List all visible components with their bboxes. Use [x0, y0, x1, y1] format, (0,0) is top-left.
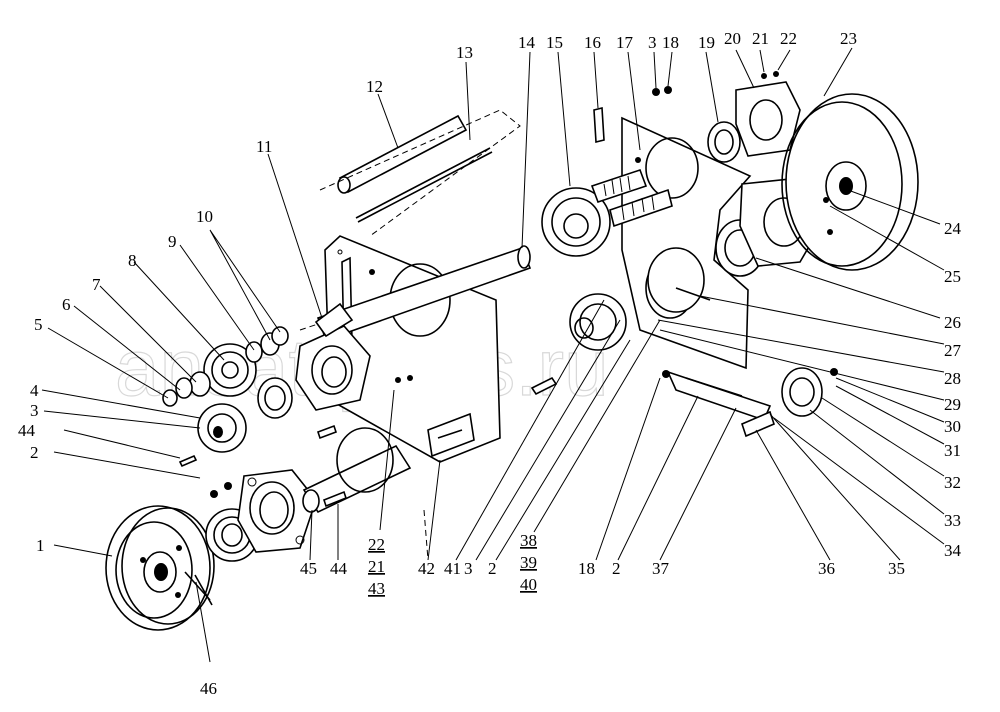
callout-24: 24	[944, 219, 962, 238]
callout-2-right: 2	[612, 559, 621, 578]
callout-6: 6	[62, 295, 71, 314]
bracket-37	[666, 370, 772, 421]
callout-43: 43	[368, 579, 385, 598]
callout-22: 22	[780, 29, 797, 48]
callout-labels: 1 2 3 44 4 5 6 7 8 9 10 11 12 13 14 15 1…	[18, 29, 962, 698]
shaft-12	[337, 114, 468, 194]
callout-2: 2	[30, 443, 39, 462]
callout-34: 34	[944, 541, 962, 560]
flange-20	[735, 81, 801, 157]
shaft-11	[314, 302, 354, 338]
callout-16: 16	[584, 33, 601, 52]
callout-42: 42	[418, 559, 435, 578]
callout-2-center: 2	[488, 559, 497, 578]
callout-18: 18	[662, 33, 679, 52]
callout-36: 36	[818, 559, 835, 578]
callout-1: 1	[36, 536, 45, 555]
callout-21: 21	[752, 29, 769, 48]
shaft-lower	[302, 444, 412, 514]
callout-30: 30	[944, 417, 961, 436]
bolt-16	[593, 106, 605, 144]
cover-disk	[647, 247, 711, 313]
flange-housing-lower	[237, 469, 317, 553]
callout-12: 12	[366, 77, 383, 96]
callout-39: 39	[520, 553, 537, 572]
flange-housing-upper	[295, 325, 371, 411]
callout-21-bottom: 21	[368, 557, 385, 576]
callout-13: 13	[456, 43, 473, 62]
callout-7: 7	[92, 275, 101, 294]
callout-20: 20	[724, 29, 741, 48]
washers-left	[162, 326, 289, 407]
callout-33: 33	[944, 511, 961, 530]
callout-28: 28	[944, 369, 961, 388]
callout-35: 35	[888, 559, 905, 578]
callout-23: 23	[840, 29, 857, 48]
callout-44-bottom: 44	[330, 559, 348, 578]
callout-3-top: 3	[648, 33, 657, 52]
rod-13	[319, 109, 521, 237]
bearing-19	[707, 121, 741, 163]
callout-45: 45	[300, 559, 317, 578]
callout-31: 31	[944, 441, 961, 460]
callout-46: 46	[200, 679, 217, 698]
callout-40: 40	[520, 575, 537, 594]
callout-9: 9	[168, 232, 177, 251]
sprocket-15	[541, 168, 673, 257]
callout-14: 14	[518, 33, 536, 52]
callout-10: 10	[196, 207, 213, 226]
callout-41: 41	[444, 559, 461, 578]
callout-8: 8	[128, 251, 137, 270]
small-fasteners	[178, 71, 838, 508]
sprocket-38	[569, 293, 627, 351]
callout-38: 38	[520, 531, 537, 550]
callout-5: 5	[34, 315, 43, 334]
callout-37: 37	[652, 559, 670, 578]
callout-3: 3	[30, 401, 39, 420]
callout-22-bottom: 22	[368, 535, 385, 554]
callout-26: 26	[944, 313, 961, 332]
callout-32: 32	[944, 473, 961, 492]
sprocket-left-upper	[203, 343, 257, 397]
sprocket-left-lower	[197, 403, 247, 453]
callout-3-center: 3	[464, 559, 473, 578]
pulley-left	[105, 505, 215, 631]
callout-19: 19	[698, 33, 715, 52]
callout-17: 17	[616, 33, 634, 52]
bearing-33	[781, 367, 823, 417]
callout-44: 44	[18, 421, 36, 440]
callout-18-bottom: 18	[578, 559, 595, 578]
pulley-right	[781, 93, 919, 271]
pin-36	[741, 410, 775, 438]
callout-27: 27	[944, 341, 962, 360]
callout-25: 25	[944, 267, 961, 286]
bearing-left-mid	[257, 377, 293, 419]
leader-lines	[41, 47, 945, 663]
callout-29: 29	[944, 395, 961, 414]
callout-11: 11	[256, 137, 272, 156]
callout-4: 4	[30, 381, 39, 400]
callout-15: 15	[546, 33, 563, 52]
